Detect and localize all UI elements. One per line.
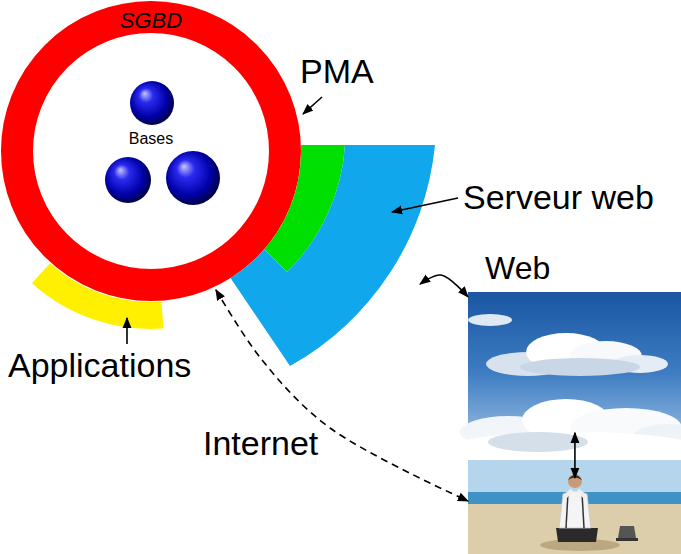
leader-line [126,318,128,344]
web-server-wedge-shape [231,145,436,366]
leader-line [392,198,458,212]
label-slot: SGBD [0,8,302,33]
connector [216,290,468,501]
node-label: SGBD [0,8,302,33]
label-slot: Web [485,250,550,287]
dbms-ring-outline [17,17,285,285]
laptop-screen [618,526,636,538]
web-photo-outline [468,292,681,452]
label-slot: Serveur web [463,178,654,217]
dbms-ring-outline [0,0,302,302]
web-photo: Web [468,292,681,452]
arms [564,490,586,498]
dbms-ring: SGBD Bases [0,0,302,302]
cloud [468,314,512,326]
node-label: Bases [33,130,269,148]
connector [420,275,468,297]
database-sphere [166,151,220,205]
node-label: Applications [8,346,191,385]
connector-label: Internet [200,424,321,463]
cloud [488,432,588,452]
leader-line [303,97,322,114]
web-server-wedge-outline [228,143,440,369]
database-store: Bases [33,33,269,269]
connector [574,433,576,478]
laptop-base [616,538,638,541]
node-label: Web [485,250,550,287]
node-label: PMA [300,52,374,91]
label-slot: Internet [200,424,321,463]
trousers [556,528,598,542]
applications-band: Applications [29,261,166,331]
label-slot: Applications [8,346,191,385]
database-sphere [130,81,174,125]
node-label: Serveur web [463,178,654,217]
database-sphere [105,157,151,203]
label-slot: PMA [300,52,374,91]
applications-band-shape [32,263,164,329]
applications-band-outline [29,261,166,331]
cloud [520,358,640,376]
database-store-outline [33,33,269,269]
shirt [559,491,591,528]
web-server-wedge: Serveur web [228,143,440,369]
label-slot: Bases [33,130,269,148]
